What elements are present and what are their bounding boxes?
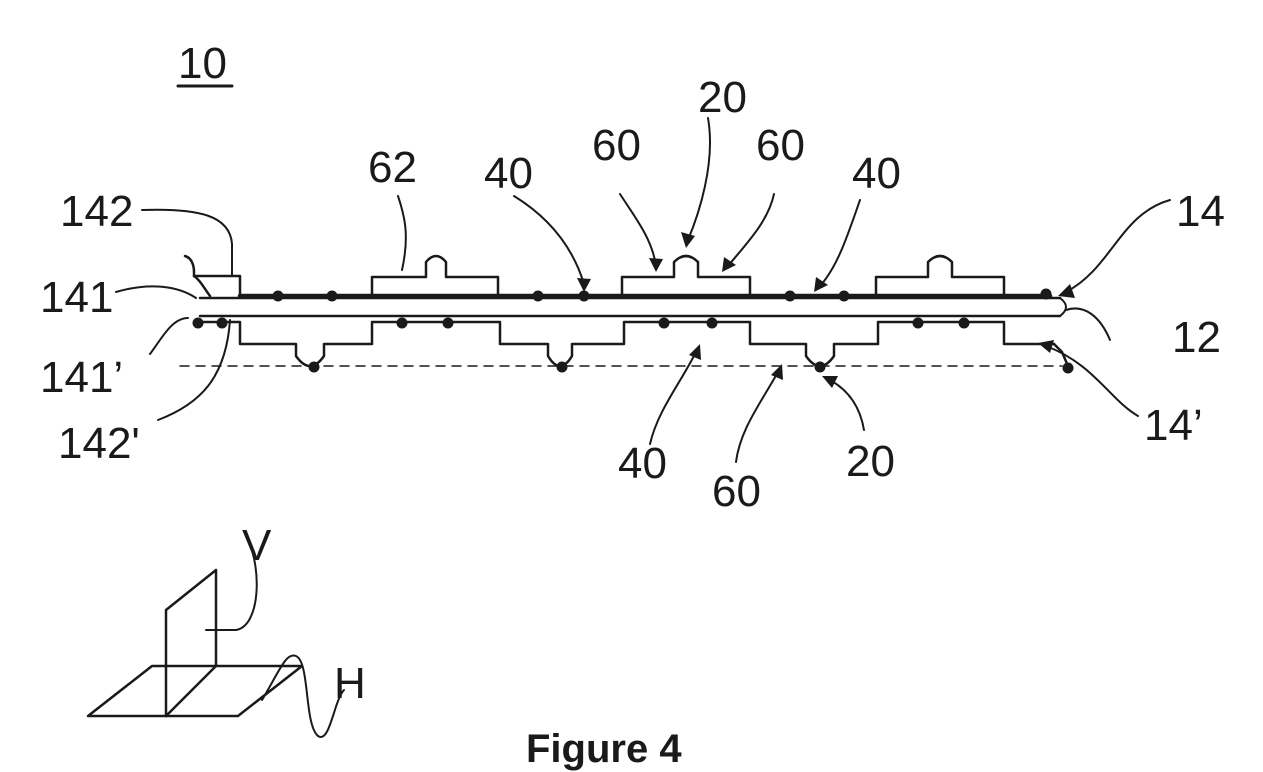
label-14: 14 <box>1176 187 1225 236</box>
label-142-prime: 142' <box>58 419 140 468</box>
label-60-upper-right: 60 <box>756 121 805 170</box>
label-40-upper-right: 40 <box>852 149 901 198</box>
label-40-upper-left: 40 <box>484 149 533 198</box>
label-20-upper: 20 <box>698 73 747 122</box>
lower-layer-14-prime <box>180 318 1074 374</box>
label-142: 142 <box>60 187 133 236</box>
label-141: 141 <box>40 273 113 322</box>
label-20-lower: 20 <box>846 437 895 486</box>
upper-layer-14 <box>185 256 1052 302</box>
label-60-lower: 60 <box>712 467 761 516</box>
figure-caption: Figure 4 <box>526 727 682 771</box>
ref-label-10: 10 <box>178 39 227 88</box>
label-14-prime: 14’ <box>1144 401 1203 450</box>
label-V: V <box>242 521 272 570</box>
label-40-lower: 40 <box>618 439 667 488</box>
leader-lines <box>116 118 1170 462</box>
label-141-prime: 141’ <box>40 353 123 402</box>
label-62: 62 <box>368 143 417 192</box>
label-60-upper-left: 60 <box>592 121 641 170</box>
orientation-planes-sketch <box>88 540 344 737</box>
label-12: 12 <box>1172 313 1221 362</box>
label-H: H <box>334 659 366 708</box>
